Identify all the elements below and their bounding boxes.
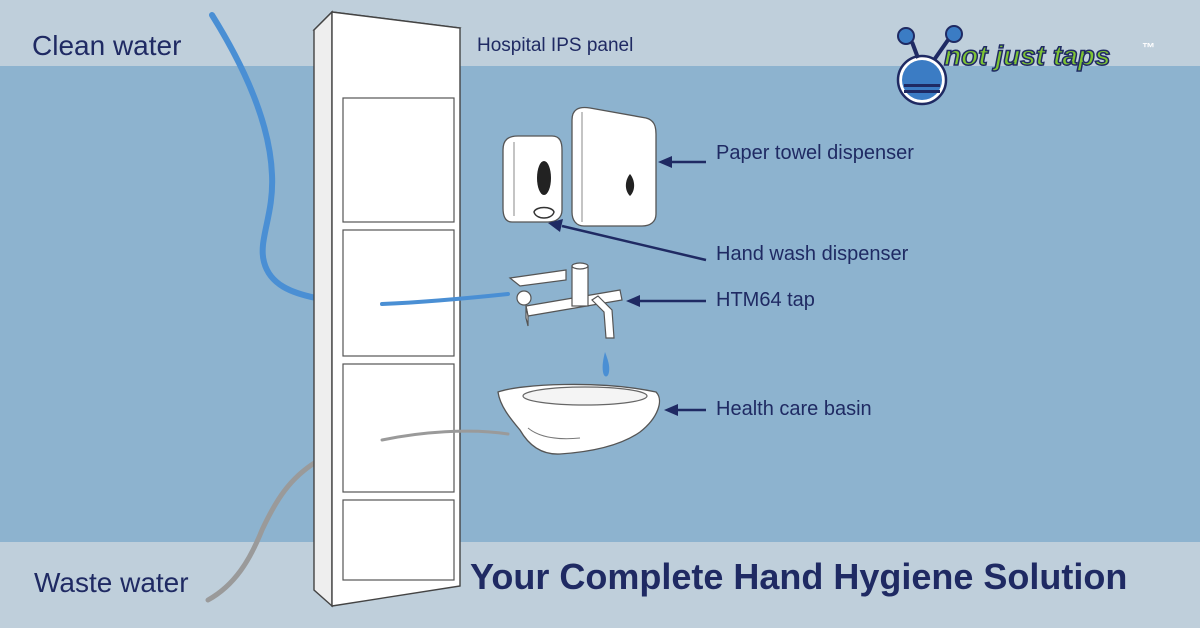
arrow-head-icon [658,156,672,168]
logo-molecule-icon [896,25,963,106]
htm64-tap [508,262,623,339]
clean-water-label: Clean water [32,30,182,61]
ips-panel-section [342,499,455,581]
logo-wordmark: not just taps [943,39,1111,72]
arrow-head-icon [664,404,678,416]
clean-water-feed [380,292,510,306]
tagline: Your Complete Hand Hygiene Solution [470,556,1128,597]
paper-towel-dispenser [571,106,657,227]
arrow-head-icon [548,219,563,232]
waste-water-label: Waste water [34,567,189,598]
ips-panel [312,10,462,608]
paper-towel-label: Paper towel dispenser [716,142,914,164]
clean-water-pipe [209,12,319,301]
basin-label: Health care basin [716,398,872,420]
ips-panel-section [342,97,455,223]
ips-panel-section [342,229,455,357]
logo-trademark: ™ [1142,40,1155,55]
arrow-head-icon [626,295,640,307]
waste-water-outlet [380,429,510,442]
health-care-basin [497,383,661,455]
hand-wash-label: Hand wash dispenser [716,243,909,265]
water-drop-icon [602,352,610,377]
waste-water-pipe [205,459,319,603]
hand-wash-dispenser [502,135,563,223]
brand-logo[interactable]: not just taps ™ [892,22,1168,108]
ips-panel-label: Hospital IPS panel [477,35,634,56]
arrow-hand-wash [561,224,707,262]
ips-panel-section [342,363,455,493]
tap-label: HTM64 tap [716,289,815,311]
callout-arrows [548,156,707,416]
